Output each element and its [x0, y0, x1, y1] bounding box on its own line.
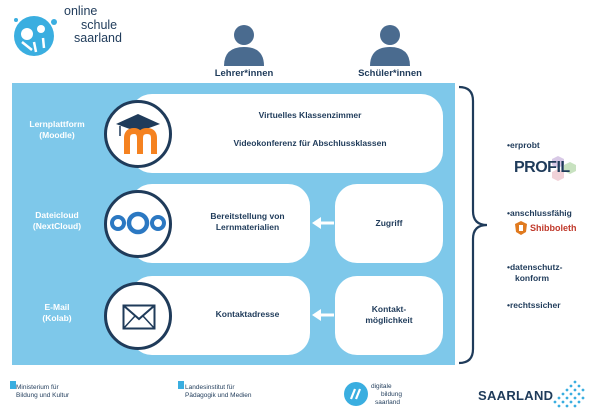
shibboleth-wordmark: Shibboleth — [530, 223, 577, 233]
moodle-logo-icon — [116, 114, 160, 154]
ministry-line-1: Ministerium für — [16, 384, 59, 391]
contact-option-text: Kontakt- möglichkeit — [345, 304, 433, 326]
contact-option-line-1: Kontakt- — [371, 304, 407, 314]
row-2-service-name: Dateicloud (NextCloud) — [12, 210, 102, 232]
logo-wordmark: online schule saarland — [64, 4, 122, 46]
envelope-icon — [122, 304, 156, 330]
materials-provision-line-2: Lernmaterialien — [215, 222, 280, 232]
digital-line-2: bildung — [381, 391, 402, 398]
student-person-icon — [370, 25, 410, 66]
nextcloud-icon-circle — [104, 190, 172, 258]
row-1-name-line-1: Lernplattform — [29, 119, 85, 129]
access-line-1: Zugriff — [375, 218, 403, 228]
profil-wordmark: PROFIL — [514, 159, 570, 176]
ministry-label: Ministerium für Bildung und Kultur — [16, 384, 69, 400]
profil-logo: PROFIL — [512, 154, 582, 184]
nextcloud-logo-icon — [110, 211, 166, 235]
feature-privacy-line-2: konform — [515, 273, 549, 283]
saarland-map-icon — [553, 380, 585, 408]
envelope-icon-circle — [104, 282, 172, 350]
row-1-service-name: Lernplattform (Moodle) — [12, 119, 102, 141]
contact-address-line-1: Kontaktadresse — [215, 309, 280, 319]
students-label: Schüler*innen — [358, 68, 422, 79]
digital-education-logo-icon — [344, 382, 368, 406]
access-text: Zugriff — [345, 218, 433, 229]
teachers-label: Lehrer*innen — [214, 68, 274, 79]
ministry-line-2: Bildung und Kultur — [16, 392, 70, 399]
row-1-box — [130, 94, 443, 173]
logo-line-2: schule — [81, 17, 118, 32]
video-conference-text: Videokonferenz für Abschlussklassen — [233, 138, 387, 148]
digital-line-3: saarland — [375, 399, 400, 406]
row-2-access-box — [335, 184, 443, 263]
institute-line-2: Pädagogik und Medien — [185, 392, 252, 399]
feature-privacy: •datenschutz- konform — [507, 262, 562, 284]
row-3-service-name: E-Mail (Kolab) — [12, 302, 102, 324]
left-arrow-icon — [312, 309, 334, 321]
materials-provision-text: Bereitstellung von Lernmaterialien — [185, 211, 310, 233]
saarland-wordmark: SAARLAND — [478, 388, 554, 403]
virtual-classroom-text: Virtuelles Klassenzimmer — [258, 110, 362, 120]
materials-provision-line-1: Bereitstellung von — [210, 211, 285, 221]
row-3-name-line-1: E-Mail — [44, 302, 70, 312]
shibboleth-icon — [515, 221, 527, 235]
feature-connectable: •anschlussfähig — [507, 208, 572, 218]
right-brace-icon — [458, 85, 488, 365]
row-1-name-line-2: (Moodle) — [39, 130, 75, 140]
contact-option-line-2: möglichkeit — [365, 315, 413, 325]
digital-line-1: digitale — [371, 383, 392, 390]
institute-emblem-icon — [178, 381, 184, 389]
feature-tested: •erprobt — [507, 140, 540, 150]
feature-legal: •rechtssicher — [507, 300, 561, 310]
row-2-name-line-1: Dateicloud — [35, 210, 79, 220]
row-2-name-line-2: (NextCloud) — [32, 221, 82, 231]
teacher-person-icon — [224, 25, 264, 66]
digital-education-label: digitale bildung saarland — [371, 383, 402, 407]
institute-label: Landesinstitut für Pädagogik und Medien — [185, 384, 252, 400]
logo-line-3: saarland — [74, 31, 122, 45]
row-3-access-box — [335, 276, 443, 355]
row-3-name-line-2: (Kolab) — [42, 313, 72, 323]
institute-line-1: Landesinstitut für — [185, 384, 235, 391]
logo-line-1: online — [64, 4, 98, 18]
feature-privacy-line-1: •datenschutz- — [507, 262, 563, 272]
ministry-emblem-icon — [10, 381, 16, 389]
left-arrow-icon — [312, 217, 334, 229]
profil-hexagons-icon — [552, 156, 576, 181]
online-schule-logo-icon — [14, 16, 57, 56]
contact-address-text: Kontaktadresse — [185, 309, 310, 320]
